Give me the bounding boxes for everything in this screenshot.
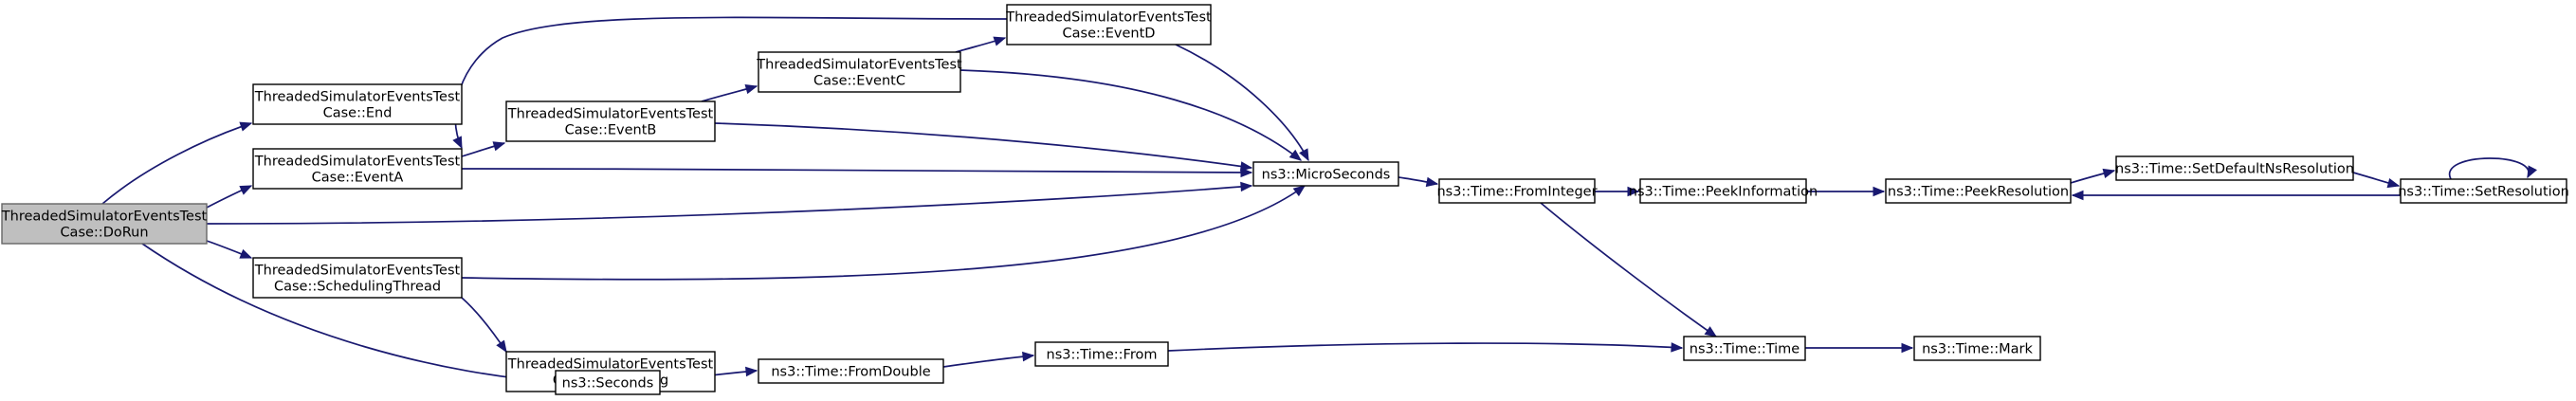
node-label: Case::EventD xyxy=(1063,27,1156,42)
edge-fromdouble-to-from xyxy=(942,351,1035,368)
node-time[interactable]: ns3::Time::Time xyxy=(1683,336,1806,361)
node-setdefault[interactable]: ns3::Time::SetDefaultNsResolution xyxy=(2115,155,2354,181)
node-label: ns3::Time::SetDefaultNsResolution xyxy=(2115,162,2354,177)
edge-setres-to-setres xyxy=(2448,157,2537,180)
node-label: Case::DoRun xyxy=(60,226,148,241)
node-box xyxy=(252,257,463,299)
edge-dorun-to-end xyxy=(101,121,253,205)
node-label: ThreadedSimulatorEventsTest xyxy=(507,357,714,373)
node-box xyxy=(1639,178,1807,204)
node-label: ns3::Time::FromInteger xyxy=(1436,185,1597,200)
node-peekres[interactable]: ns3::Time::PeekResolution xyxy=(1885,178,2072,204)
nodes-layer: ThreadedSimulatorEventsTestCase::DoRunTh… xyxy=(1,4,2569,395)
node-box xyxy=(2115,155,2354,181)
node-label: ThreadedSimulatorEventsTest xyxy=(254,155,461,170)
node-label: ns3::Time::PeekResolution xyxy=(1888,185,2069,200)
node-box xyxy=(1252,161,1399,187)
node-setres[interactable]: ns3::Time::SetResolution xyxy=(2398,178,2569,204)
node-mark[interactable]: ns3::Time::Mark xyxy=(1913,336,2041,361)
edge-dorun-to-micro xyxy=(206,181,1253,225)
edge-from-to-time xyxy=(1167,342,1684,353)
node-label: ns3::Time::PeekInformation xyxy=(1629,185,1818,200)
node-box xyxy=(505,100,716,142)
node-schedthread[interactable]: ThreadedSimulatorEventsTestCase::Schedul… xyxy=(252,257,463,299)
node-box xyxy=(2400,178,2567,204)
node-label: ns3::Seconds xyxy=(562,376,654,392)
node-box xyxy=(555,370,661,395)
edge-eventA-to-micro xyxy=(461,167,1253,178)
node-box xyxy=(252,83,463,125)
edge-dorun-to-eventA xyxy=(206,185,253,209)
node-peekinfo[interactable]: ns3::Time::PeekInformation xyxy=(1629,178,1818,204)
node-label: ns3::Time::Mark xyxy=(1922,342,2033,357)
edge-peekres-to-setdefault xyxy=(2070,168,2116,184)
edge-eventC-to-micro xyxy=(959,69,1303,161)
node-box xyxy=(1034,341,1169,367)
node-label: ThreadedSimulatorEventsTest xyxy=(1005,10,1212,26)
node-seconds[interactable]: ns3::Seconds xyxy=(555,370,661,395)
node-label: ThreadedSimulatorEventsTest xyxy=(507,107,714,122)
node-label: Case::SchedulingThread xyxy=(274,280,441,295)
edge-setres-to-peekres xyxy=(2071,190,2401,201)
edge-schedthread-to-donothing xyxy=(461,297,507,354)
node-fromdouble[interactable]: ns3::Time::FromDouble xyxy=(758,358,944,384)
edge-dorun-to-schedthread xyxy=(206,240,253,259)
node-box xyxy=(1683,336,1806,361)
node-box xyxy=(1913,336,2041,361)
node-box xyxy=(252,148,463,190)
node-label: Case::EventA xyxy=(312,171,404,186)
node-label: ns3::Time::From xyxy=(1047,348,1158,363)
node-box xyxy=(758,51,961,93)
node-label: Case::EventC xyxy=(813,74,905,89)
edge-setdefault-to-setres xyxy=(2352,172,2401,189)
node-box xyxy=(1006,4,1212,46)
edge-eventD-to-micro xyxy=(1175,44,1309,162)
edge-eventB-to-micro xyxy=(714,122,1253,172)
node-label: ns3::Time::SetResolution xyxy=(2398,185,2569,200)
node-box xyxy=(758,358,944,384)
edge-eventB-to-eventC xyxy=(701,84,758,102)
node-label: ThreadedSimulatorEventsTest xyxy=(254,264,461,279)
node-label: ns3::Time::FromDouble xyxy=(771,365,930,380)
node-micro[interactable]: ns3::MicroSeconds xyxy=(1252,161,1399,187)
node-label: ThreadedSimulatorEventsTest xyxy=(1,210,208,225)
edge-micro-to-frominteger xyxy=(1398,176,1439,188)
edge-schedthread-to-micro xyxy=(461,185,1306,281)
node-box xyxy=(1438,178,1596,204)
node-box xyxy=(1,203,208,245)
edges-layer xyxy=(101,16,2537,387)
edge-time-to-mark xyxy=(1805,342,1914,354)
edge-peekinfo-to-peekres xyxy=(1806,186,1886,197)
node-box xyxy=(1885,178,2072,204)
edge-eventA-to-eventB xyxy=(461,141,506,157)
node-label: Case::End xyxy=(323,106,393,121)
node-label: Case::EventB xyxy=(565,123,657,138)
node-from[interactable]: ns3::Time::From xyxy=(1034,341,1169,367)
node-label: ns3::MicroSeconds xyxy=(1262,168,1391,183)
node-label: ns3::Time::Time xyxy=(1690,342,1800,357)
node-frominteger[interactable]: ns3::Time::FromInteger xyxy=(1436,178,1598,204)
node-label: ThreadedSimulatorEventsTest xyxy=(756,58,962,73)
node-label: ThreadedSimulatorEventsTest xyxy=(254,90,461,105)
edge-eventC-to-eventD xyxy=(955,36,1007,53)
edge-frominteger-to-peekinfo xyxy=(1595,186,1640,197)
edge-frominteger-to-time xyxy=(1540,202,1718,337)
